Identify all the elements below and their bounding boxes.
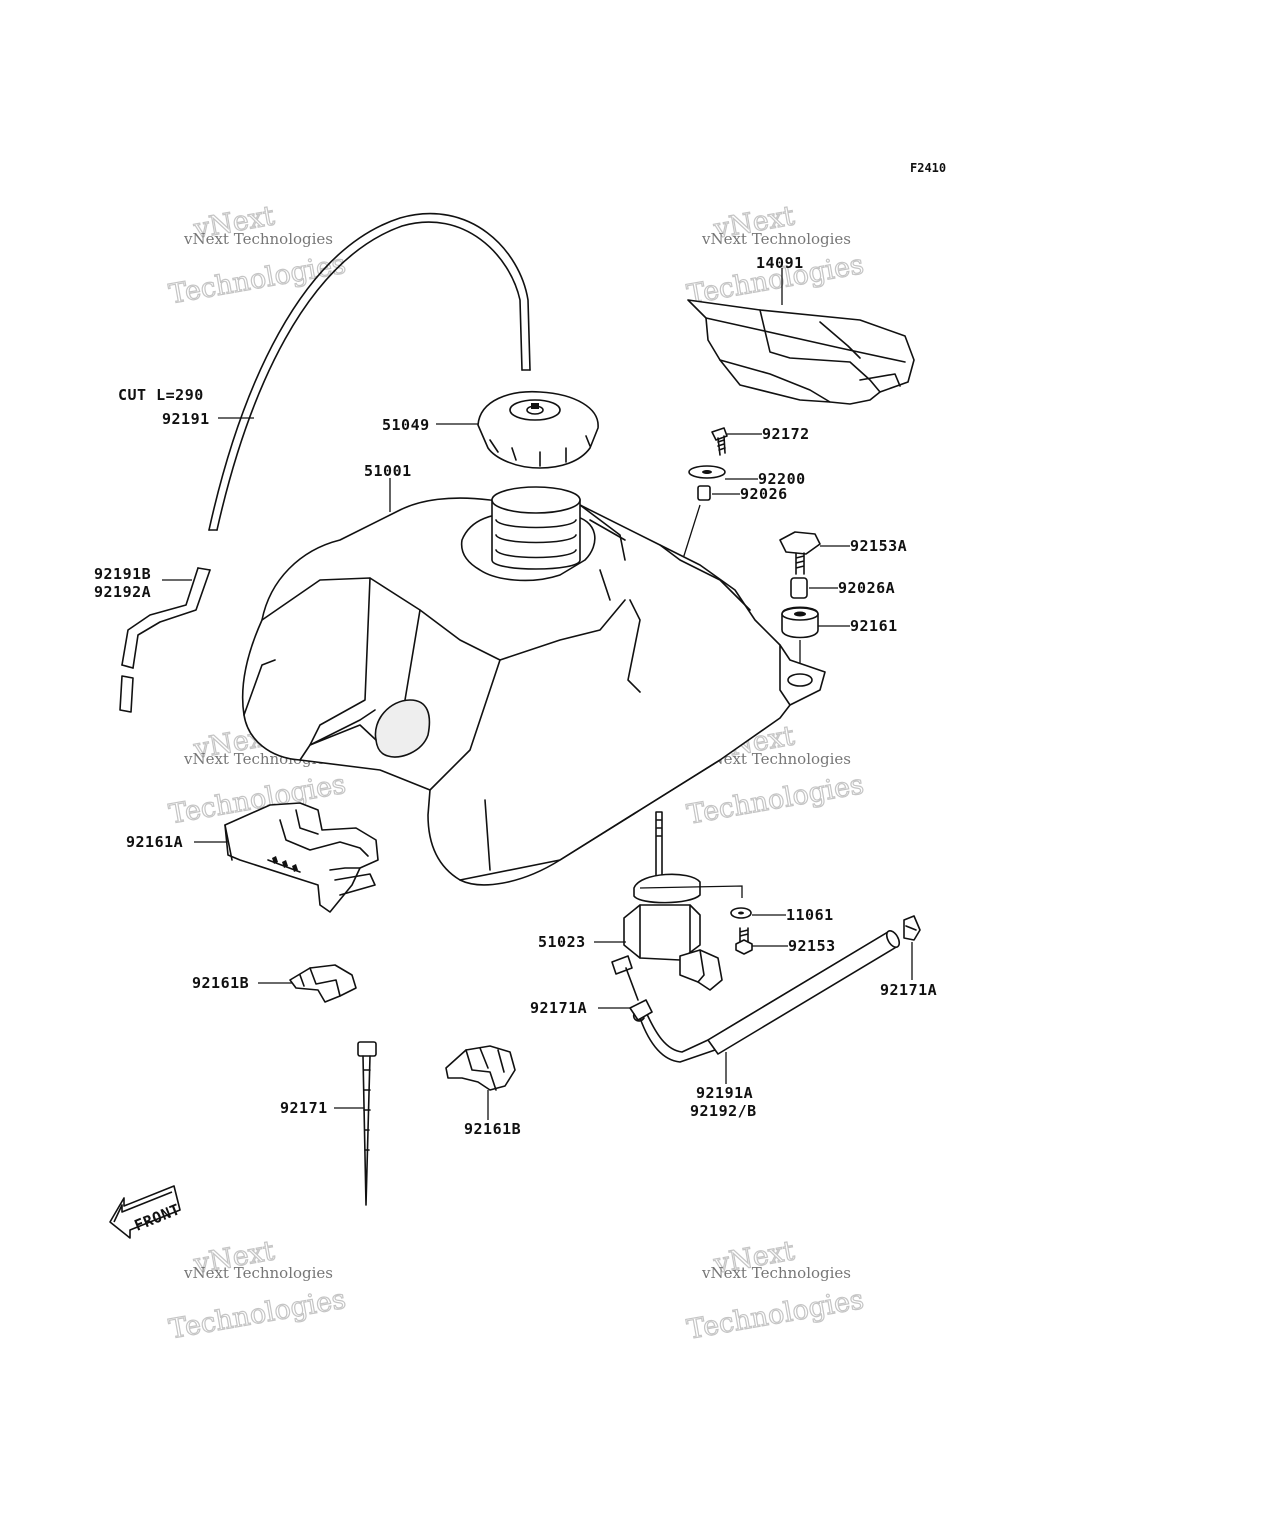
label-cut-length: CUT L=290: [118, 386, 204, 404]
label-92171A-left[interactable]: 92171A: [530, 999, 587, 1017]
label-92026A[interactable]: 92026A: [838, 579, 895, 597]
watermark-line3: Technologies: [167, 249, 348, 311]
watermark-line3: Technologies: [685, 769, 866, 831]
hose-92191B[interactable]: [119, 567, 211, 713]
fuel-tank-51001[interactable]: [241, 486, 826, 886]
label-11061[interactable]: 11061: [786, 906, 834, 924]
label-92200[interactable]: 92200: [758, 470, 806, 488]
breather-hose-92191[interactable]: [208, 212, 531, 531]
collar-92026A[interactable]: [790, 577, 808, 599]
bolt-92153A[interactable]: [779, 531, 821, 575]
watermark-line2: vNext Technologies: [183, 230, 333, 248]
label-51049[interactable]: 51049: [382, 416, 430, 434]
front-direction-arrow: FRONT: [109, 1185, 183, 1239]
leader-92026-to-tank: [681, 504, 701, 563]
watermark-line2: vNext Technologies: [701, 750, 851, 768]
label-92191[interactable]: 92191: [162, 410, 210, 428]
bolt-92153[interactable]: [735, 927, 753, 955]
tank-cover-14091[interactable]: [687, 299, 915, 405]
fuel-hose-92191A[interactable]: [639, 929, 902, 1063]
washer-92200[interactable]: [688, 465, 726, 479]
fuel-cap-51049[interactable]: [477, 390, 599, 469]
figure-code: F2410: [910, 161, 946, 175]
label-51023[interactable]: 51023: [538, 933, 586, 951]
watermark-line3: Technologies: [167, 1284, 348, 1346]
label-14091[interactable]: 14091: [756, 254, 804, 272]
label-92191A[interactable]: 92191A: [696, 1084, 753, 1102]
screw-92172[interactable]: [711, 427, 728, 456]
label-92191B[interactable]: 92191B: [94, 565, 151, 583]
label-92192B[interactable]: 92192/B: [690, 1102, 757, 1120]
washer-11061[interactable]: [730, 907, 752, 919]
label-92161B-upper[interactable]: 92161B: [192, 974, 249, 992]
label-92171A-right[interactable]: 92171A: [880, 981, 937, 999]
label-92161B-lower[interactable]: 92161B: [464, 1120, 521, 1138]
label-92153A[interactable]: 92153A: [850, 537, 907, 555]
watermark-line2: vNext Technologies: [701, 1264, 851, 1282]
label-92192A[interactable]: 92192A: [94, 583, 151, 601]
bracket-92161A[interactable]: [224, 802, 379, 913]
label-51001[interactable]: 51001: [364, 462, 412, 480]
label-92172[interactable]: 92172: [762, 425, 810, 443]
label-92026[interactable]: 92026: [740, 485, 788, 503]
grommet-92161[interactable]: [781, 606, 819, 639]
watermark-line2: vNext Technologies: [183, 1264, 333, 1282]
watermark-line3: Technologies: [685, 1284, 866, 1346]
label-92171[interactable]: 92171: [280, 1099, 328, 1117]
fuel-cock-51023[interactable]: [611, 811, 723, 1001]
clamp-92161B-lower[interactable]: [445, 1045, 516, 1091]
collar-92026[interactable]: [697, 485, 711, 501]
leader-51023-bracket: [639, 885, 743, 898]
cable-tie-92171[interactable]: [357, 1041, 377, 1206]
label-92153[interactable]: 92153: [788, 937, 836, 955]
watermark-top-left: vNext Technologies: [166, 200, 349, 311]
watermark-line2: vNext Technologies: [701, 230, 851, 248]
watermark-bottom-left: vNext Technologies: [166, 1235, 349, 1346]
label-92161A[interactable]: 92161A: [126, 833, 183, 851]
clip-92171A-right[interactable]: [903, 915, 921, 941]
watermark-top-right: vNext Technologies: [684, 200, 867, 311]
clamp-92161B-upper[interactable]: [289, 964, 357, 1003]
clip-92171A-left[interactable]: [629, 999, 653, 1022]
label-92161[interactable]: 92161: [850, 617, 898, 635]
watermark-bottom-right: vNext Technologies: [684, 1235, 867, 1346]
